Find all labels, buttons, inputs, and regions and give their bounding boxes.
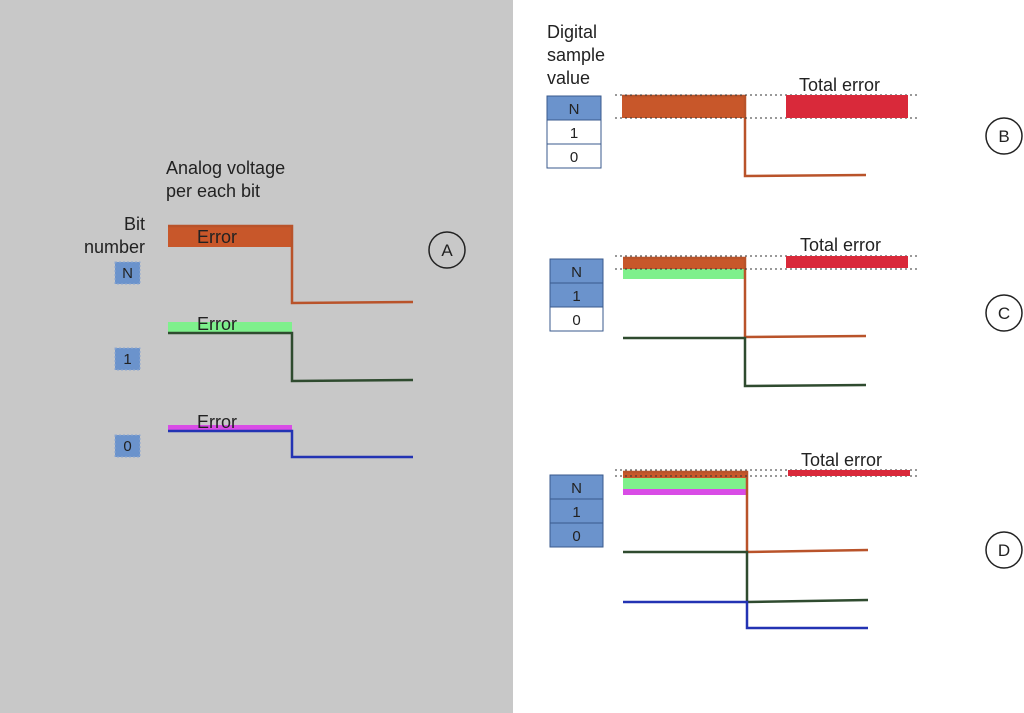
panel-d: N 1 0 Total error D [549, 450, 1023, 630]
panel-c-cell-0 [549, 306, 604, 332]
panel-d-cell-1-label: 1 [572, 504, 580, 521]
panel-b-total-error-label: Total error [799, 75, 880, 95]
bit-n-error-band [168, 226, 292, 247]
bit-0-error-label: Error [197, 412, 237, 432]
panel-a-heading-line2: per each bit [166, 181, 260, 201]
circle-b [985, 117, 1023, 155]
panel-b: Digital sample value N 1 0 Total error B [546, 22, 1023, 178]
panel-c-cell-0-label: 0 [572, 312, 580, 329]
panel-d-signal-0 [623, 600, 868, 630]
bit-n-signal [168, 224, 414, 305]
panel-b-cell-0-label: 0 [570, 149, 578, 166]
circle-a-label: A [441, 241, 453, 260]
panel-b-cell-1-label: 1 [570, 125, 578, 142]
circle-d-label: D [998, 541, 1010, 560]
panel-c-error-band-1 [623, 269, 745, 279]
bit-n-box [114, 261, 141, 285]
panel-d-total-error-bar [788, 470, 910, 476]
bit-number-label-line2: number [84, 237, 145, 257]
panel-c-cell-1 [549, 282, 604, 308]
bit-1-error-label: Error [197, 314, 237, 334]
bit-0-signal [168, 429, 413, 459]
panel-b-error-band-n [622, 96, 746, 118]
circle-b-label: B [998, 127, 1009, 146]
panel-a-heading-line1: Analog voltage [166, 158, 285, 178]
panel-d-signal-1 [623, 550, 869, 604]
panel-c-cell-n [549, 258, 604, 284]
panel-b-heading-line3: value [547, 68, 590, 88]
panel-b-total-error-bar [786, 95, 908, 118]
panel-b-heading-line1: Digital [547, 22, 597, 42]
bit-1-signal [168, 331, 414, 383]
bit-0-error-band [168, 425, 292, 431]
panel-d-cell-n [549, 474, 604, 500]
panel-b-cell-0 [546, 143, 602, 169]
circle-d [985, 531, 1023, 569]
panel-b-cell-n [546, 95, 602, 121]
panel-d-cell-n-label: N [571, 480, 582, 497]
bit-0-box [114, 434, 141, 458]
bit-number-label-line1: Bit [124, 214, 145, 234]
bit-n-label: N [122, 265, 133, 282]
panel-b-signal-n [622, 94, 867, 178]
panel-c-cell-1-label: 1 [572, 288, 580, 305]
panel-d-cell-0-label: 0 [572, 528, 580, 545]
panel-a-background [0, 0, 513, 713]
circle-c [985, 294, 1023, 332]
panel-d-error-band-n [623, 472, 747, 478]
panel-d-total-error-label: Total error [801, 450, 882, 470]
panel-b-heading-line2: sample [547, 45, 605, 65]
panel-c-total-error-label: Total error [800, 235, 881, 255]
panel-c-signal-n [623, 256, 867, 339]
panel-c-total-error-bar [786, 256, 908, 268]
panel-a: Analog voltage per each bit Bit number N… [84, 158, 466, 459]
panel-c-error-band-n [623, 258, 745, 269]
bit-1-box [114, 347, 141, 371]
bit-1-label: 1 [123, 351, 131, 368]
panel-d-error-band-0 [623, 489, 747, 495]
panel-d-error-band-1 [623, 478, 747, 489]
bit-0-label: 0 [123, 438, 131, 455]
bit-1-error-band [168, 322, 292, 332]
panel-c-cell-n-label: N [571, 264, 582, 281]
panel-c: N 1 0 Total error C [549, 235, 1023, 388]
panel-d-signal-n [623, 470, 869, 554]
panel-d-cell-0 [549, 522, 604, 548]
bit-n-error-label: Error [197, 227, 237, 247]
panel-b-cell-n-label: N [569, 101, 580, 118]
circle-a [428, 231, 466, 269]
circle-c-label: C [998, 304, 1010, 323]
panel-c-signal-1 [623, 336, 867, 388]
panel-d-cell-1 [549, 498, 604, 524]
